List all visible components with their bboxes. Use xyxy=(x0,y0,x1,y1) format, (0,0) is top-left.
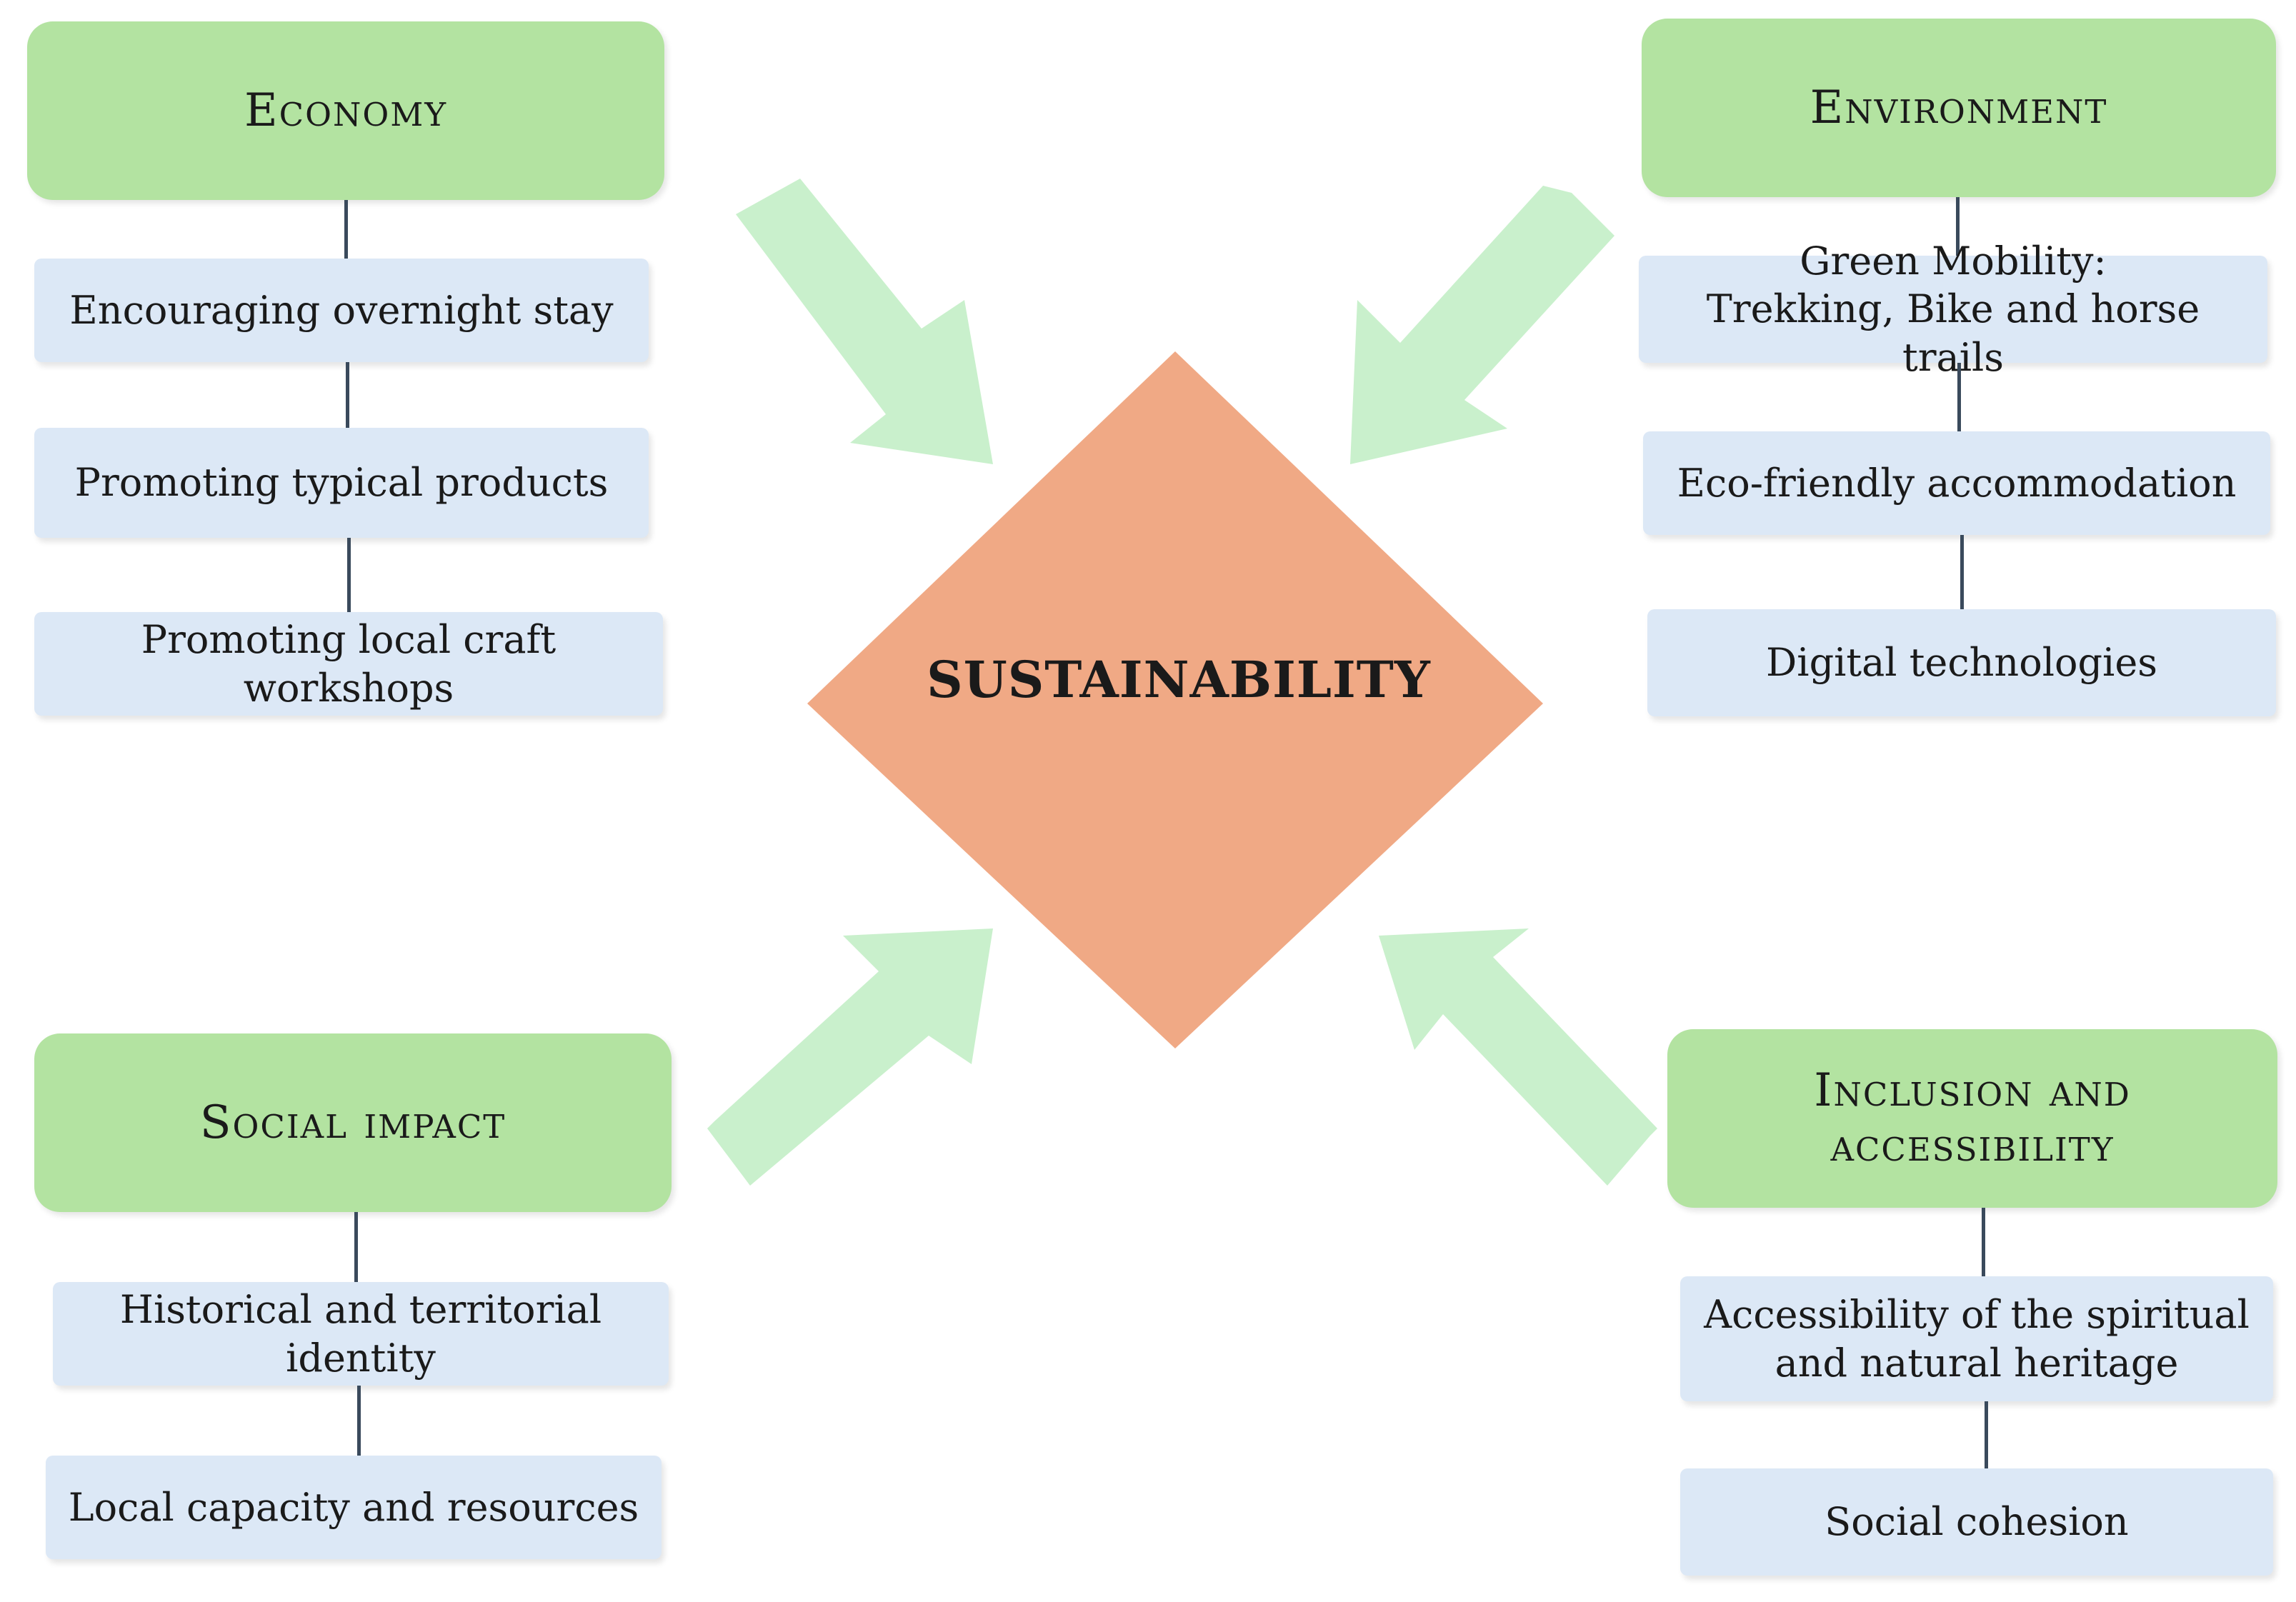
social-pillar: Social impact xyxy=(34,1033,672,1212)
environment-pillar: Environment xyxy=(1642,19,2276,197)
social-title: Social impact xyxy=(199,1096,506,1149)
connector xyxy=(346,362,349,428)
economy-title: Economy xyxy=(244,84,448,137)
arrow-social xyxy=(707,928,993,1186)
environment-item-green-mobility: Green Mobility: Trekking, Bike and horse… xyxy=(1639,239,2267,380)
environment-item-digital-technologies: Digital technologies xyxy=(1647,609,2276,716)
arrow-inclusion xyxy=(1379,928,1657,1186)
arrow-economy xyxy=(736,179,993,464)
connector xyxy=(1957,363,1961,431)
connector xyxy=(1985,1401,1988,1468)
economy-item-craft-workshops: Promoting local craft workshops xyxy=(34,612,663,716)
sustainability-diamond xyxy=(807,351,1543,1048)
economy-item-typical-products: Promoting typical products xyxy=(34,428,649,538)
connector xyxy=(1982,1208,1985,1276)
connector xyxy=(354,1212,358,1282)
inclusion-pillar: Inclusion and accessibility xyxy=(1667,1029,2277,1208)
environment-item-eco-accommodation: Eco-friendly accommodation xyxy=(1643,431,2270,535)
inclusion-item-social-cohesion: Social cohesion xyxy=(1680,1468,2273,1576)
connector xyxy=(1956,197,1960,256)
connector xyxy=(344,200,348,259)
economy-item-overnight-stay: Encouraging overnight stay xyxy=(34,259,649,362)
sustainability-label: SUSTAINABILITY xyxy=(927,650,1431,709)
inclusion-title: Inclusion and accessibility xyxy=(1814,1064,2131,1172)
social-item-local-capacity: Local capacity and resources xyxy=(46,1456,662,1559)
environment-title: Environment xyxy=(1810,81,2108,134)
connector xyxy=(1960,535,1964,609)
connector xyxy=(347,538,351,612)
arrow-environment xyxy=(1350,186,1614,464)
social-item-identity: Historical and territorial identity xyxy=(53,1282,669,1386)
economy-pillar: Economy xyxy=(27,21,664,200)
inclusion-item-heritage-accessibility: Accessibility of the spiritual and natur… xyxy=(1680,1276,2273,1401)
connector xyxy=(357,1386,361,1456)
